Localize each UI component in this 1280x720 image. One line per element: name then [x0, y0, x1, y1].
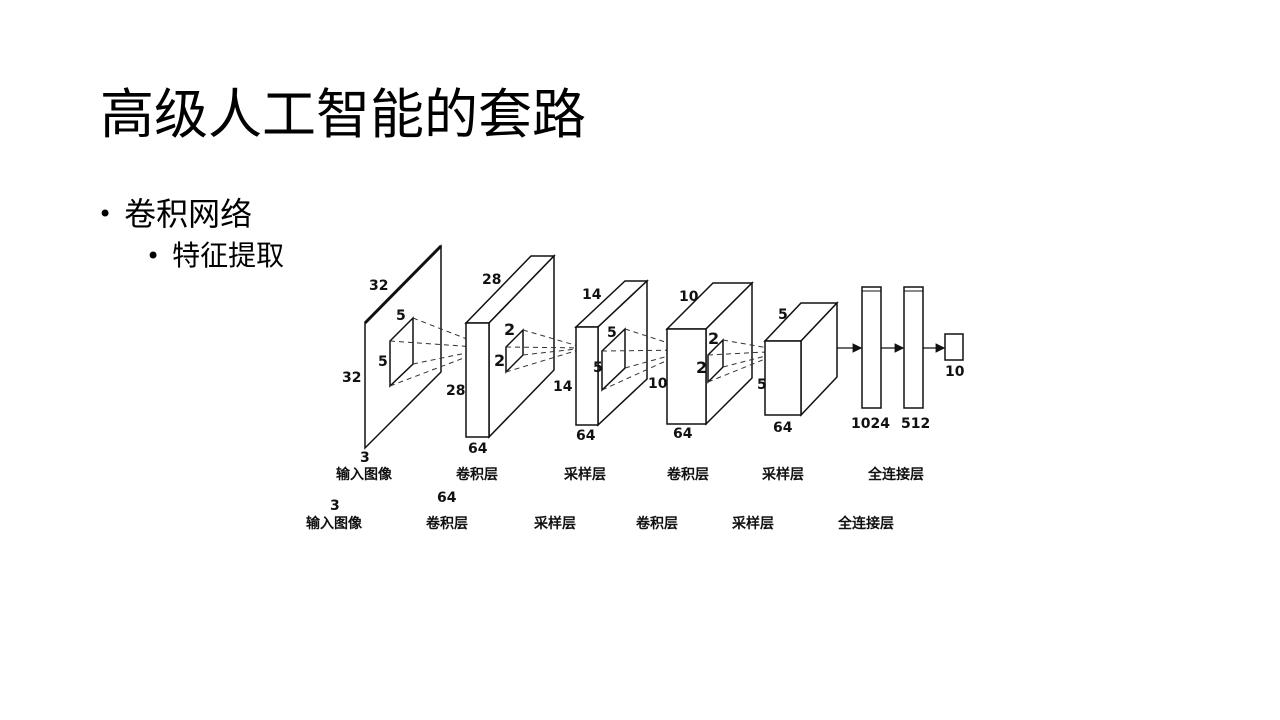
input-depth-dim: 3: [360, 450, 370, 466]
fc1-block: [861, 286, 882, 409]
conv1-kernel-w: 2: [504, 320, 515, 339]
pool1-depth-dim: 64: [576, 428, 596, 444]
dup-label-conv2: 卷积层: [635, 515, 678, 532]
input-image-plane: [363, 244, 443, 450]
pool1-side-dim: 14: [553, 379, 573, 395]
output-block: [944, 333, 964, 361]
fc1-size: 1024: [851, 416, 890, 432]
conv2-depth-dim: 64: [673, 426, 693, 442]
bullet-feature-extraction-text: 特征提取: [172, 239, 285, 272]
input-kernel-h: 5: [378, 354, 388, 370]
input-side-dim: 32: [342, 370, 361, 386]
input-top-dim: 32: [369, 278, 388, 294]
bullet-convnet-text: 卷积网络: [124, 195, 253, 233]
dup-label-pool2: 采样层: [731, 515, 774, 532]
pool1-top-dim: 14: [582, 287, 602, 303]
fc2-size: 512: [901, 416, 930, 432]
conv2-kernel-h: 2: [696, 358, 707, 377]
dup-label-fully-connected: 全连接层: [837, 515, 894, 532]
label-pool2: 采样层: [761, 466, 804, 483]
dup-label-input-image: 输入图像: [306, 515, 363, 532]
conv1-depth-dim: 64: [468, 441, 488, 457]
label-input-image: 输入图像: [336, 466, 393, 483]
conv2-side-dim: 10: [648, 376, 668, 392]
bullet-convnet: • 卷积网络: [98, 192, 284, 236]
pool1-block: [574, 279, 649, 427]
label-conv1: 卷积层: [455, 466, 498, 483]
bullet-dot: •: [98, 200, 113, 228]
conv2-kernel-w: 2: [708, 329, 719, 348]
dup-conv-depth: 64: [437, 490, 457, 506]
pool1-kernel-w: 5: [607, 325, 617, 341]
slide-title: 高级人工智能的套路: [100, 83, 586, 146]
dup-input-depth: 3: [330, 498, 340, 514]
fc2-block: [903, 286, 924, 409]
conv1-dashed-lines: [505, 329, 586, 373]
bullet-dot: •: [146, 242, 161, 270]
label-fully-connected: 全连接层: [867, 466, 924, 483]
output-size: 10: [945, 364, 965, 380]
bullet-feature-extraction: • 特征提取: [146, 236, 284, 276]
pool2-depth-dim: 64: [773, 420, 793, 436]
conv2-top-dim: 10: [679, 289, 699, 305]
pool2-block: [763, 301, 839, 417]
pool2-side-dim: 5: [757, 377, 767, 393]
dup-label-conv1: 卷积层: [425, 515, 468, 532]
pool2-top-dim: 5: [778, 307, 788, 323]
conv1-side-dim: 28: [446, 383, 465, 399]
conv1-top-dim: 28: [482, 272, 501, 288]
conv2-block: [665, 281, 754, 426]
pool1-kernel-h: 5: [593, 360, 603, 376]
label-pool1: 采样层: [563, 466, 606, 483]
conv1-block: [464, 254, 556, 439]
bullet-list: • 卷积网络 • 特征提取: [98, 192, 284, 276]
label-conv2: 卷积层: [666, 466, 709, 483]
dup-label-pool1: 采样层: [533, 515, 576, 532]
conv1-kernel-h: 2: [494, 351, 505, 370]
input-kernel-w: 5: [396, 308, 406, 324]
